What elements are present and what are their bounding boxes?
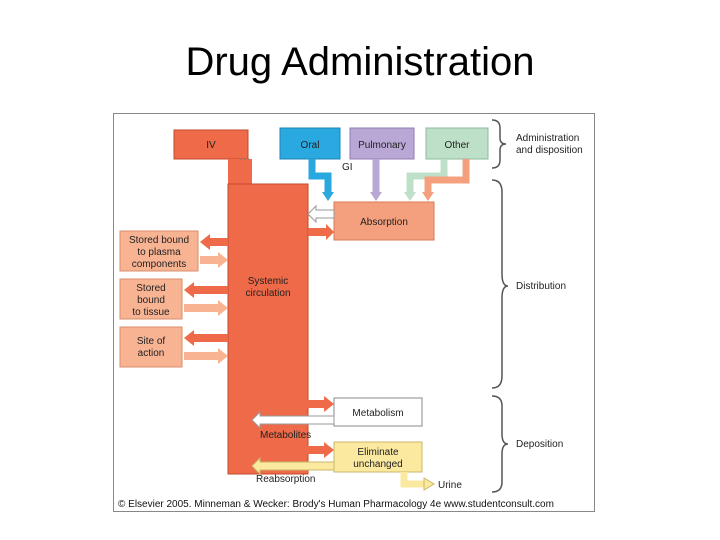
absorption-to-systemic-arrow	[307, 204, 335, 224]
action-exchange-arrows	[184, 330, 228, 364]
eliminate-unchanged-box	[333, 441, 423, 473]
oral-flow-head	[322, 192, 334, 201]
deposition-phase-label: Deposition	[516, 439, 563, 450]
plasma-label-3: components	[132, 259, 186, 270]
pulmonary-box	[349, 127, 415, 160]
urine-label: Urine	[438, 480, 462, 491]
gi-label: GI	[342, 162, 353, 173]
reabsorption-label: Reabsorption	[256, 474, 315, 485]
deposition-brace	[491, 395, 509, 493]
to-metabolism-arrow	[252, 396, 334, 412]
tissue-bound-box	[119, 278, 183, 320]
distribution-phase-label: Distribution	[516, 281, 566, 292]
action-label-2: action	[138, 348, 165, 359]
oral-flow	[308, 159, 332, 194]
other-flow-1-head	[404, 192, 416, 201]
plasma-exchange-arrows	[200, 234, 228, 268]
other-label: Other	[444, 140, 470, 151]
slide-title: Drug Administration	[185, 40, 535, 84]
eliminate-label-1: Eliminate	[357, 447, 399, 458]
pulmonary-flow-head	[370, 192, 382, 201]
metabolites-arrow	[251, 410, 335, 430]
to-eliminate-arrow	[252, 442, 334, 458]
systemic-circulation-trunk	[227, 183, 309, 475]
oral-label: Oral	[301, 140, 320, 151]
systemic-label-1: Systemic	[248, 276, 289, 287]
metabolism-box	[333, 397, 423, 427]
other-flow-2-head	[422, 192, 434, 201]
plasma-bound-box	[119, 230, 199, 272]
reabsorption-arrow	[251, 456, 335, 476]
tissue-label-2: bound	[137, 295, 165, 306]
iv-label: IV	[206, 140, 216, 151]
urine-flow-head	[423, 477, 435, 491]
plasma-label-2: to plasma	[137, 247, 181, 258]
administration-phase-label-1: Administration	[516, 133, 579, 144]
systemic-circulation-box	[228, 159, 252, 184]
iv-box	[173, 129, 249, 160]
administration-brace	[491, 119, 507, 169]
oral-box	[279, 127, 341, 160]
tissue-exchange-arrows	[184, 282, 228, 316]
metabolism-label: Metabolism	[352, 408, 403, 419]
pulmonary-label: Pulmonary	[358, 140, 406, 151]
administration-phase-label-2: and disposition	[516, 145, 583, 156]
pharmacokinetics-figure: IV Oral Pulmonary Other GI Systemic circ…	[113, 113, 595, 512]
other-flow-2	[424, 159, 470, 194]
site-of-action-box	[119, 326, 183, 368]
distribution-brace	[491, 179, 509, 389]
systemic-to-absorption-arrow	[308, 224, 334, 240]
copyright-credit: © Elsevier 2005. Minneman & Wecker: Brod…	[118, 499, 554, 510]
plasma-label-1: Stored bound	[129, 235, 189, 246]
systemic-label-2: circulation	[245, 288, 290, 299]
other-box	[425, 127, 489, 160]
metabolites-label: Metabolites	[260, 430, 311, 441]
tissue-label-1: Stored	[136, 283, 165, 294]
other-flow-1	[406, 159, 448, 194]
absorption-box	[333, 201, 435, 241]
eliminate-label-2: unchanged	[353, 459, 403, 470]
tissue-label-3: to tissue	[132, 307, 170, 318]
urine-flow	[400, 472, 426, 488]
absorption-label: Absorption	[360, 217, 408, 228]
action-label-1: Site of	[137, 336, 166, 347]
pharmacokinetics-diagram: IV Oral Pulmonary Other GI Systemic circ…	[118, 119, 583, 510]
